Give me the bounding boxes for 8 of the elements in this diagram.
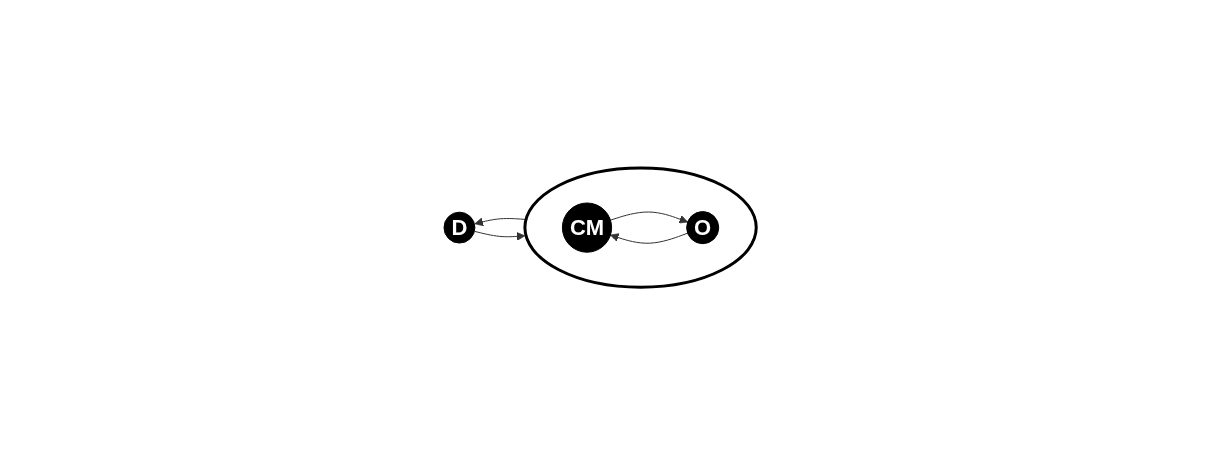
arrow: [609, 211, 688, 224]
node-circle: CM: [561, 202, 612, 253]
arrow: [474, 230, 526, 241]
node-circle: O: [686, 210, 720, 245]
arrow: [474, 217, 526, 227]
arrow: [609, 232, 688, 244]
node-circle: D: [443, 211, 476, 244]
cluster: [523, 166, 758, 289]
